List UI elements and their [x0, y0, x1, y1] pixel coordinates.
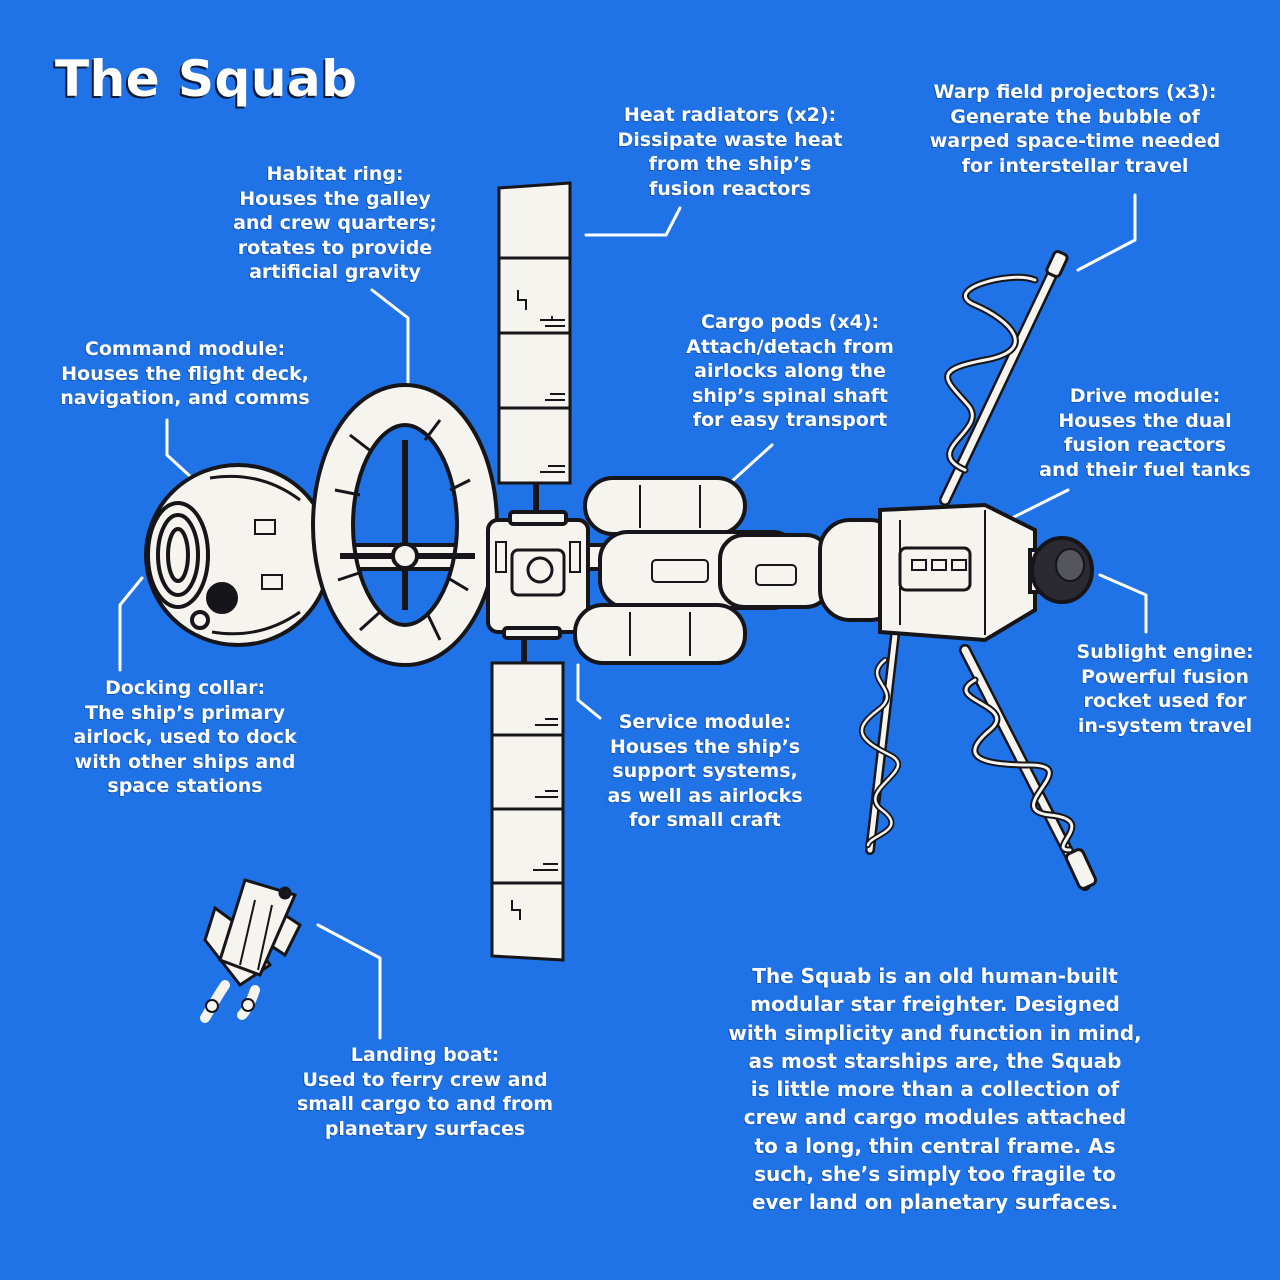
cargo-pods-label-line: Cargo pods (x4): — [700, 311, 880, 333]
warp-projectors-label: Warp field projectors (x3): Generate the… — [900, 80, 1250, 178]
sublight-engine-label: Sublight engine: Powerful fusion rocket … — [1060, 640, 1270, 738]
warp-projectors-label-line: Generate the bubble of — [950, 105, 1200, 128]
warp-projectors-label-line: Warp field projectors (x3): — [933, 81, 1217, 103]
cargo-pods-label: Cargo pods (x4): Attach/detach from airl… — [640, 310, 940, 433]
hull — [144, 383, 1094, 667]
warp-projector-leader — [1076, 193, 1137, 272]
habitat-ring-label-line: Habitat ring: — [266, 163, 404, 185]
cargo-pods-label-line: airlocks along the — [694, 360, 886, 382]
leader-lines — [118, 193, 1148, 1040]
cargo-pod-3 — [573, 603, 747, 665]
landing-boat-leader — [316, 923, 382, 1040]
description-line: with simplicity and function in mind, — [728, 1020, 1142, 1045]
command-module-label-line: navigation, and comms — [60, 387, 310, 409]
warp-projector-lower-left — [859, 630, 901, 855]
warp-projector-upper — [939, 249, 1069, 506]
habitat-ring-label-line: rotates to provide — [237, 236, 433, 259]
habitat-ring-leader — [370, 288, 410, 387]
warp-projectors-label-line: for interstellar travel — [961, 154, 1189, 177]
docking-collar-leader — [118, 576, 144, 672]
habitat-ring-label-line: artificial gravity — [249, 261, 421, 283]
warp-field-projectors — [859, 249, 1098, 891]
description-line: as most starships are, the Squab — [748, 1048, 1122, 1073]
drive-module-leader — [1010, 488, 1070, 520]
docking-collar-label-line: Docking collar: — [104, 677, 266, 699]
drive-module-label-line: and their fuel tanks — [1039, 458, 1251, 481]
landing-boat-label-line: Landing boat: — [350, 1044, 500, 1066]
description-line: crew and cargo modules attached — [743, 1105, 1127, 1130]
warp-projectors-label-line: warped space-time needed — [929, 130, 1221, 152]
cargo-pods-label-line: Attach/detach from — [686, 335, 894, 358]
cargo-pod-1 — [583, 476, 747, 536]
cargo-pods-label-line: for easy transport — [692, 409, 888, 431]
drive-module-label-line: fusion reactors — [1064, 434, 1226, 456]
heat-radiators-label: Heat radiators (x2): Dissipate waste hea… — [560, 103, 900, 201]
landing-boat-label-line: planetary surfaces — [324, 1117, 526, 1140]
heat-radiators-label-line: from the ship’s — [648, 153, 812, 175]
page-title: The Squab — [55, 50, 358, 108]
service-module-label-line: Houses the ship’s — [609, 735, 801, 758]
service-module-leader — [576, 663, 602, 720]
sublight-engine-label-line: rocket used for — [1083, 690, 1247, 712]
drive-module-label-line: Drive module: — [1069, 385, 1221, 407]
heat-radiators — [490, 181, 572, 962]
docking-collar-label: Docking collar: The ship’s primary airlo… — [30, 676, 340, 799]
sublight-engine-leader — [1098, 573, 1148, 634]
docking-collar-label-line: airlock, used to dock — [73, 726, 297, 748]
drive-module-label: Drive module: Houses the dual fusion rea… — [1010, 384, 1280, 482]
cargo-pods-label-line: ship’s spinal shaft — [692, 384, 888, 407]
command-module-label-line: Command module: — [84, 338, 286, 360]
service-module-label: Service module: Houses the ship’s suppor… — [570, 710, 840, 833]
drive-module — [818, 502, 1037, 643]
warp-projector-lower-right — [959, 644, 1098, 891]
heat-radiator-leader — [584, 206, 682, 237]
command-module-leader — [165, 418, 194, 480]
description-line: The Squab is an old human-built — [752, 964, 1118, 988]
service-module-label-line: support systems, — [612, 760, 798, 782]
landing-boat-label-line: Used to ferry crew and — [302, 1068, 548, 1091]
heat-radiators-label-line: fusion reactors — [649, 177, 811, 200]
landing-boat-label: Landing boat: Used to ferry crew and sma… — [270, 1043, 580, 1141]
heat-radiator-upper — [497, 181, 572, 485]
sublight-engine-label-line: Sublight engine: — [1076, 641, 1254, 663]
heat-radiators-label-line: Heat radiators (x2): — [623, 104, 837, 126]
heat-radiator-lower — [490, 661, 565, 962]
habitat-ring — [311, 383, 499, 667]
heat-radiators-label-line: Dissipate waste heat — [617, 128, 843, 151]
command-module-label-line: Houses the flight deck, — [61, 362, 309, 385]
landing-boat — [200, 878, 302, 1023]
drive-module-label-line: Houses the dual — [1058, 409, 1232, 432]
service-module-label-line: for small craft — [629, 809, 781, 831]
sublight-engine-label-line: in-system travel — [1077, 714, 1253, 737]
docking-collar-label-line: with other ships and — [74, 750, 296, 773]
docking-collar-label-line: space stations — [107, 775, 263, 797]
service-module — [486, 510, 590, 640]
sublight-engine-label-line: Powerful fusion — [1081, 665, 1249, 688]
landing-boat-label-line: small cargo to and from — [296, 1093, 554, 1115]
description-paragraph: The Squab is an old human-built modular … — [705, 962, 1165, 1217]
description-line: is little more than a collection of — [750, 1077, 1120, 1102]
description-line: ever land on planetary surfaces. — [751, 1190, 1119, 1215]
docking-collar-label-line: The ship’s primary — [85, 701, 285, 724]
description-line: modular star freighter. Designed — [750, 992, 1120, 1017]
sublight-engine — [1028, 536, 1094, 604]
habitat-ring-label: Habitat ring: Houses the galley and crew… — [190, 162, 480, 285]
habitat-ring-label-line: Houses the galley — [239, 187, 431, 210]
service-module-label-line: Service module: — [618, 711, 792, 733]
command-module — [144, 463, 332, 647]
habitat-ring-label-line: and crew quarters; — [233, 212, 437, 234]
cargo-pods — [573, 476, 832, 665]
description-line: to a long, thin central frame. As — [754, 1133, 1116, 1158]
service-module-label-line: as well as airlocks — [607, 784, 803, 807]
command-module-label: Command module: Houses the flight deck, … — [40, 337, 330, 411]
description-line: such, she’s simply too fragile to — [754, 1162, 1116, 1187]
